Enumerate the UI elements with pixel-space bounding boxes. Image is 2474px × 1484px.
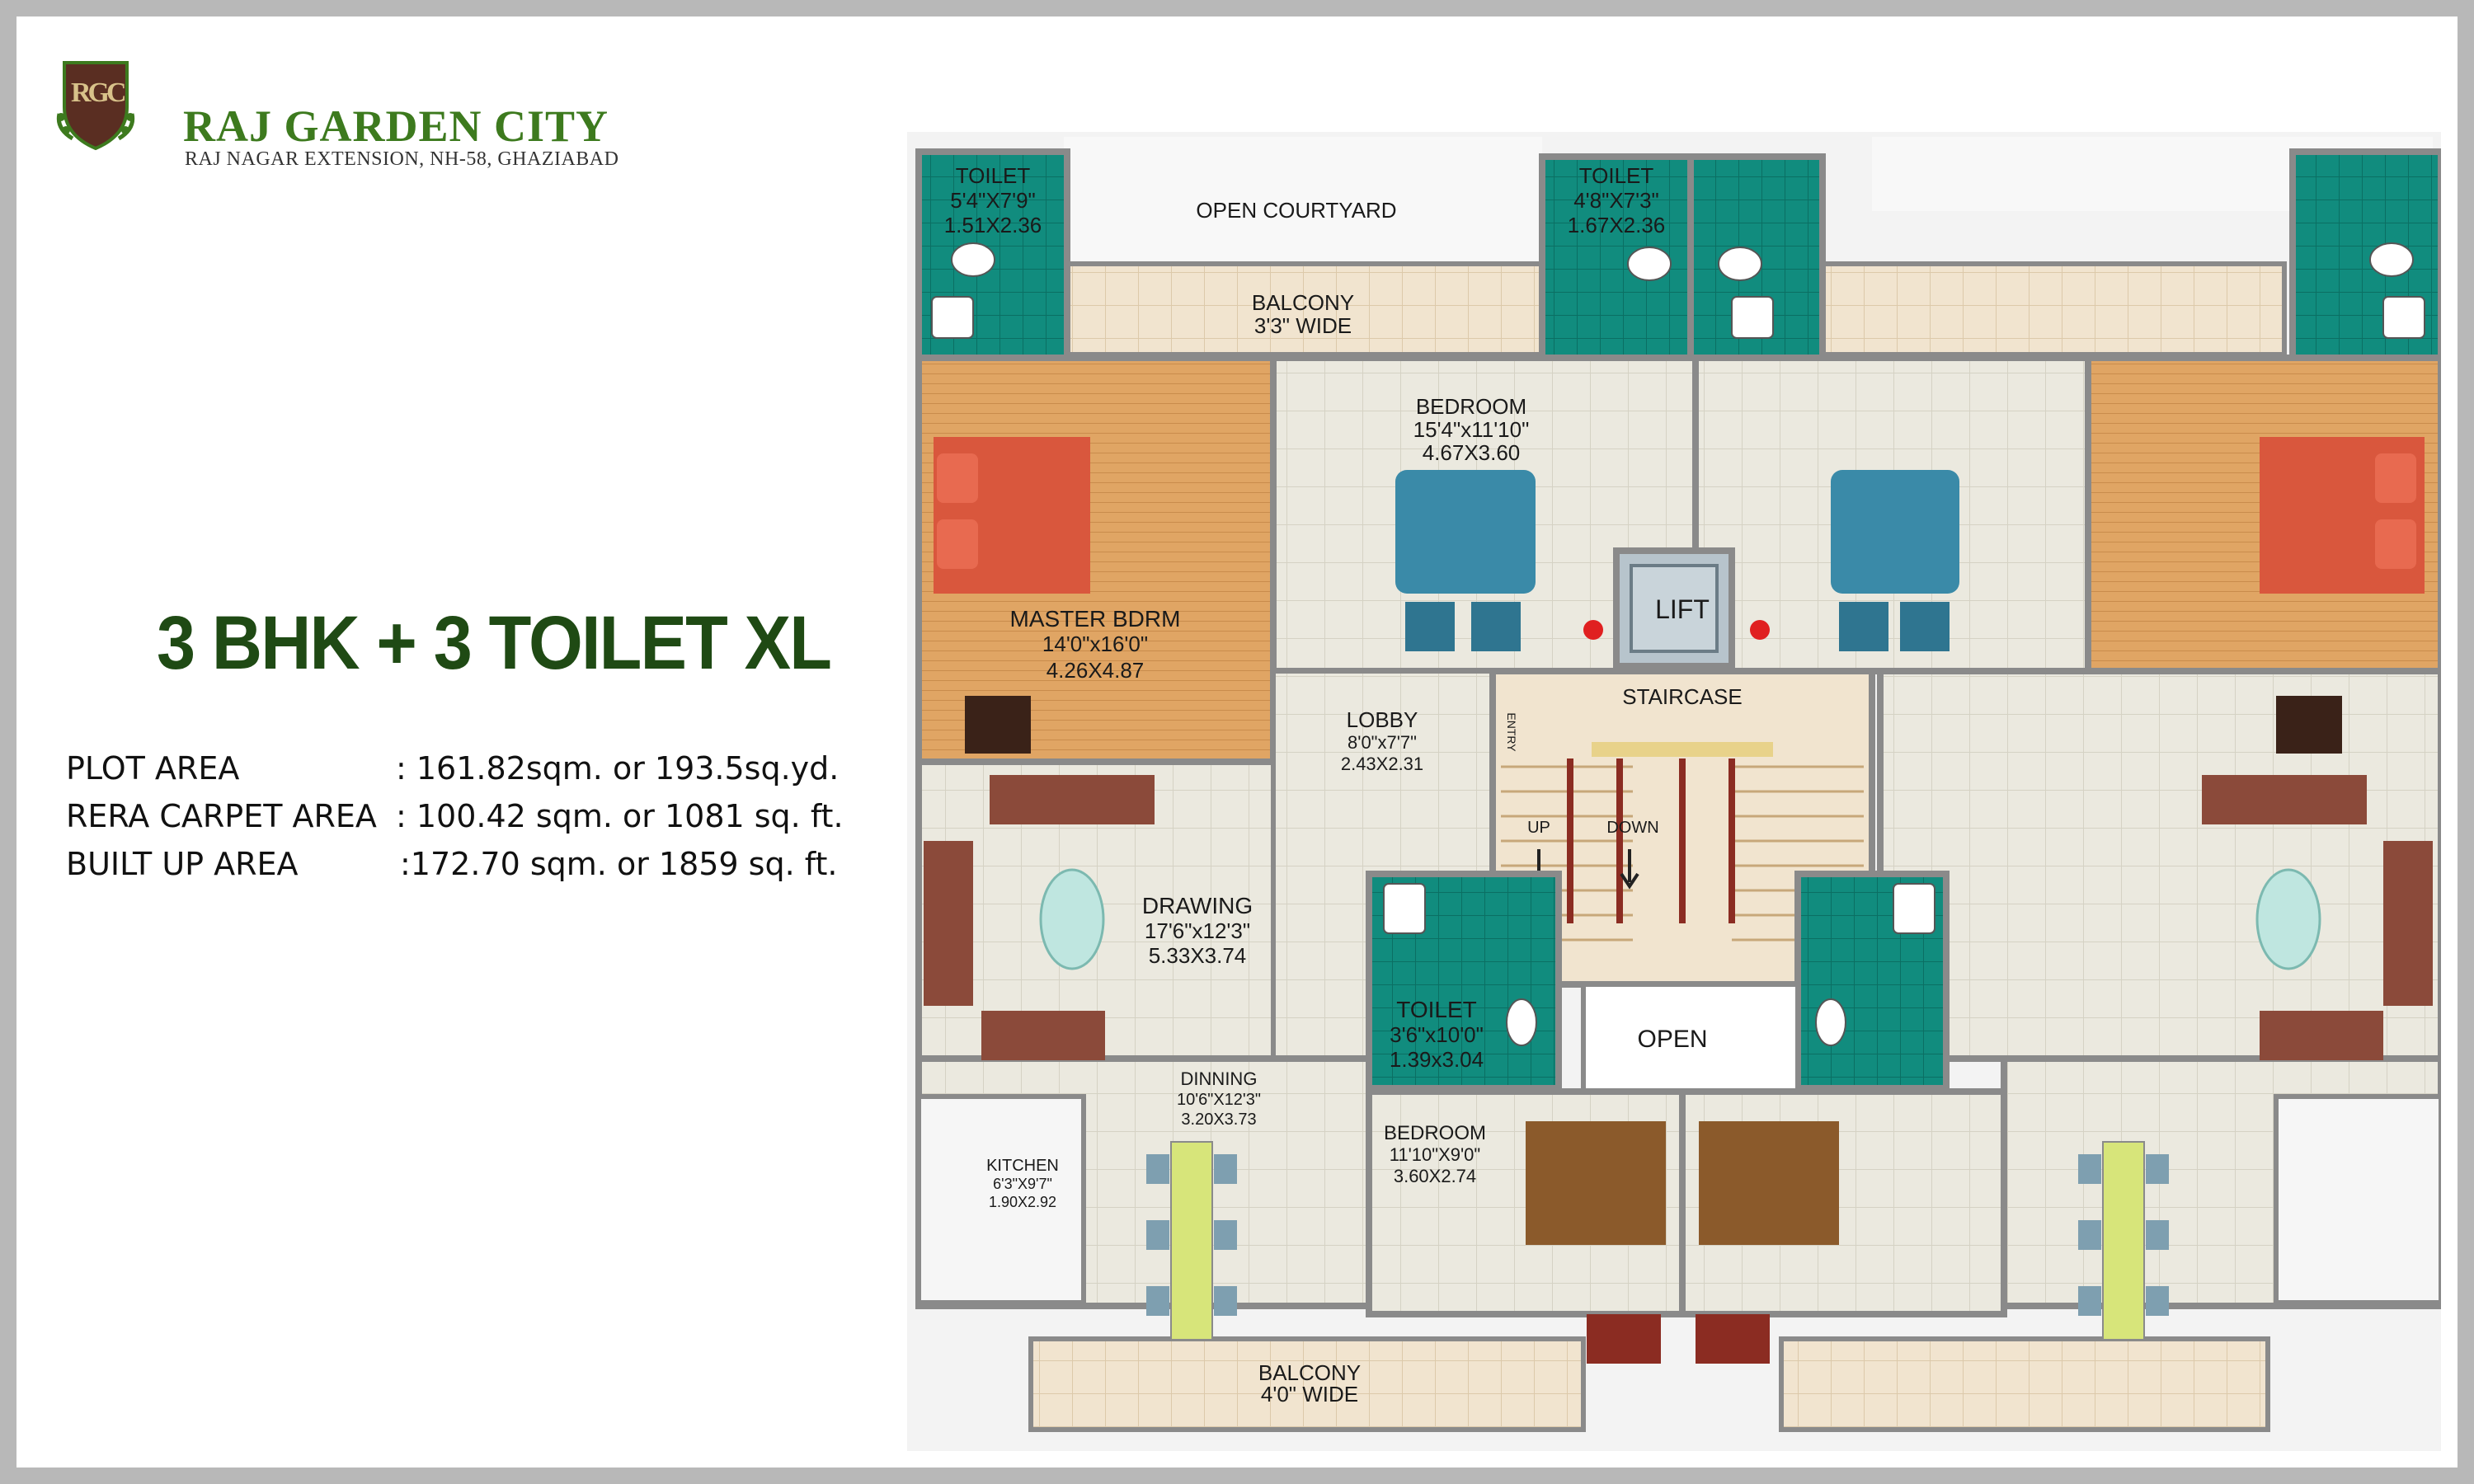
master-name: MASTER BDRM: [1010, 606, 1181, 632]
bedroom-bottom-metric: 3.60X2.74: [1394, 1166, 1476, 1186]
dining-name: DINNING: [1181, 1068, 1258, 1089]
bedroom-bottom-imperial: 11'10"X9'0": [1390, 1144, 1480, 1165]
area-value: : 161.82sqm. or 193.5sq.yd.: [396, 750, 840, 787]
toilet-fixtures: [931, 242, 2425, 1046]
coffee-table-left: [1039, 868, 1105, 970]
dining-table-right: [2102, 1141, 2145, 1341]
lift-button-icon: [1750, 620, 1770, 640]
stair-rail: [1616, 758, 1623, 923]
stair-down-label: DOWN: [1606, 819, 1658, 837]
kitchen-metric: 1.90X2.92: [989, 1194, 1056, 1210]
stair-rail: [1679, 758, 1686, 923]
toilet-b-name: TOILET: [1579, 163, 1654, 188]
courtyard-left: [1064, 137, 1542, 261]
toilet-a-name: TOILET: [956, 163, 1031, 188]
pillow: [2375, 453, 2416, 503]
balcony-top-size: 3'3" WIDE: [1254, 313, 1352, 338]
area-value: :172.70 sqm. or 1859 sq. ft.: [400, 846, 838, 882]
staircase-label: STAIRCASE: [1622, 684, 1742, 709]
toilet-c-metric: 1.39x3.04: [1390, 1047, 1484, 1072]
kitchen-imperial: 6'3"X9'7": [993, 1176, 1052, 1192]
entry-label: ENTRY: [1505, 712, 1518, 752]
sofa-right-bottom: [2260, 1011, 2383, 1060]
pillow-blue: [1900, 602, 1950, 651]
lobby-imperial: 8'0"x7'7": [1348, 732, 1417, 753]
master-metric: 4.26X4.87: [1047, 658, 1145, 683]
brand-monogram: RGC: [71, 77, 127, 108]
courtyard-label: OPEN COURTYARD: [1196, 198, 1396, 223]
lift-car: [1630, 564, 1719, 653]
coffee-table-right: [2255, 868, 2321, 970]
pillow: [937, 519, 978, 569]
lobby-name: LOBBY: [1347, 707, 1418, 732]
balcony-top-name: BALCONY: [1252, 290, 1354, 315]
brand-name: RAJ GARDEN CITY: [183, 101, 609, 151]
lobby-metric: 2.43X2.31: [1341, 754, 1423, 774]
master-desk-right: [2276, 696, 2342, 754]
bedroom-top-imperial: 15'4"x11'10": [1413, 417, 1530, 442]
bed-bottom-left: [1526, 1121, 1666, 1245]
toilet-b-metric: 1.67X2.36: [1568, 213, 1666, 237]
toilet-a-imperial: 5'4"X7'9": [950, 188, 1036, 213]
balcony-bottom-name: BALCONY: [1258, 1360, 1361, 1385]
stair-landing: [1592, 742, 1773, 757]
brand-emblem-icon: [56, 61, 135, 151]
balcony-bottom-right: [1779, 1336, 2270, 1432]
balcony-bottom-left: [1028, 1336, 1586, 1432]
floor-plan: TOILET 5'4"X7'9" 1.51X2.36 TOILET 4'8"X7…: [907, 132, 2441, 1451]
stair-up-label: UP: [1527, 819, 1550, 837]
bedroom-top-name: BEDROOM: [1416, 394, 1526, 419]
drawing-metric: 5.33X3.74: [1149, 943, 1247, 968]
dining-metric: 3.20X3.73: [1181, 1111, 1256, 1129]
balcony-bottom-size: 4'0" WIDE: [1261, 1382, 1358, 1407]
kitchen-left: [916, 1094, 1086, 1305]
door-bottom-left: [1587, 1314, 1661, 1364]
door-bottom-right: [1696, 1314, 1770, 1364]
bedroom-top-metric: 4.67X3.60: [1423, 440, 1521, 465]
toilet-b-imperial: 4'8"X7'3": [1573, 188, 1659, 213]
area-value: : 100.42 sqm. or 1081 sq. ft.: [396, 798, 844, 834]
toilet-c-name: TOILET: [1396, 997, 1477, 1022]
open-shaft: [1581, 982, 1800, 1094]
drawing-right: [1877, 668, 2441, 1062]
drawing-imperial: 17'6"x12'3": [1145, 918, 1250, 943]
pillow: [2375, 519, 2416, 569]
dining-imperial: 10'6"X12'3": [1177, 1091, 1261, 1109]
lift-button-icon: [1583, 620, 1603, 640]
stair-rail: [1567, 758, 1573, 923]
bed-blue-left: [1395, 470, 1536, 594]
dining-table-left: [1170, 1141, 1213, 1341]
brand-tagline: RAJ NAGAR EXTENSION, NH-58, GHAZIABAD: [185, 148, 619, 170]
sofa-right: [2383, 841, 2433, 1006]
sofa-left: [924, 841, 973, 1006]
balcony-top-right: [1820, 261, 2287, 357]
lift-label: LIFT: [1655, 594, 1710, 624]
toilet-a-metric: 1.51X2.36: [944, 213, 1042, 237]
area-label: PLOT AREA: [66, 750, 240, 787]
area-label: RERA CARPET AREA: [66, 798, 377, 834]
kitchen-name: KITCHEN: [986, 1157, 1059, 1175]
unit-title: 3 BHK + 3 TOILET XL: [157, 601, 832, 685]
stair-rail: [1729, 758, 1735, 923]
pillow: [937, 453, 978, 503]
kitchen-right: [2274, 1094, 2441, 1305]
bed-blue-right: [1831, 470, 1959, 594]
master-desk-left: [965, 696, 1031, 754]
sofa-left-bottom: [981, 1011, 1105, 1060]
drawing-name: DRAWING: [1142, 893, 1253, 918]
bed-bottom-right: [1699, 1121, 1839, 1245]
toilet-c-imperial: 3'6"x10'0": [1390, 1022, 1484, 1047]
area-label: BUILT UP AREA: [66, 846, 299, 882]
stair-arrow-down-icon: [1620, 849, 1639, 890]
master-imperial: 14'0"x16'0": [1042, 632, 1148, 656]
bedroom-bottom-name: BEDROOM: [1384, 1122, 1486, 1144]
pillow-blue: [1471, 602, 1521, 651]
pillow-blue: [1405, 602, 1455, 651]
sofa-left-top: [990, 775, 1155, 824]
sofa-right-top: [2202, 775, 2367, 824]
open-label: OPEN: [1637, 1026, 1707, 1053]
pillow-blue: [1839, 602, 1888, 651]
